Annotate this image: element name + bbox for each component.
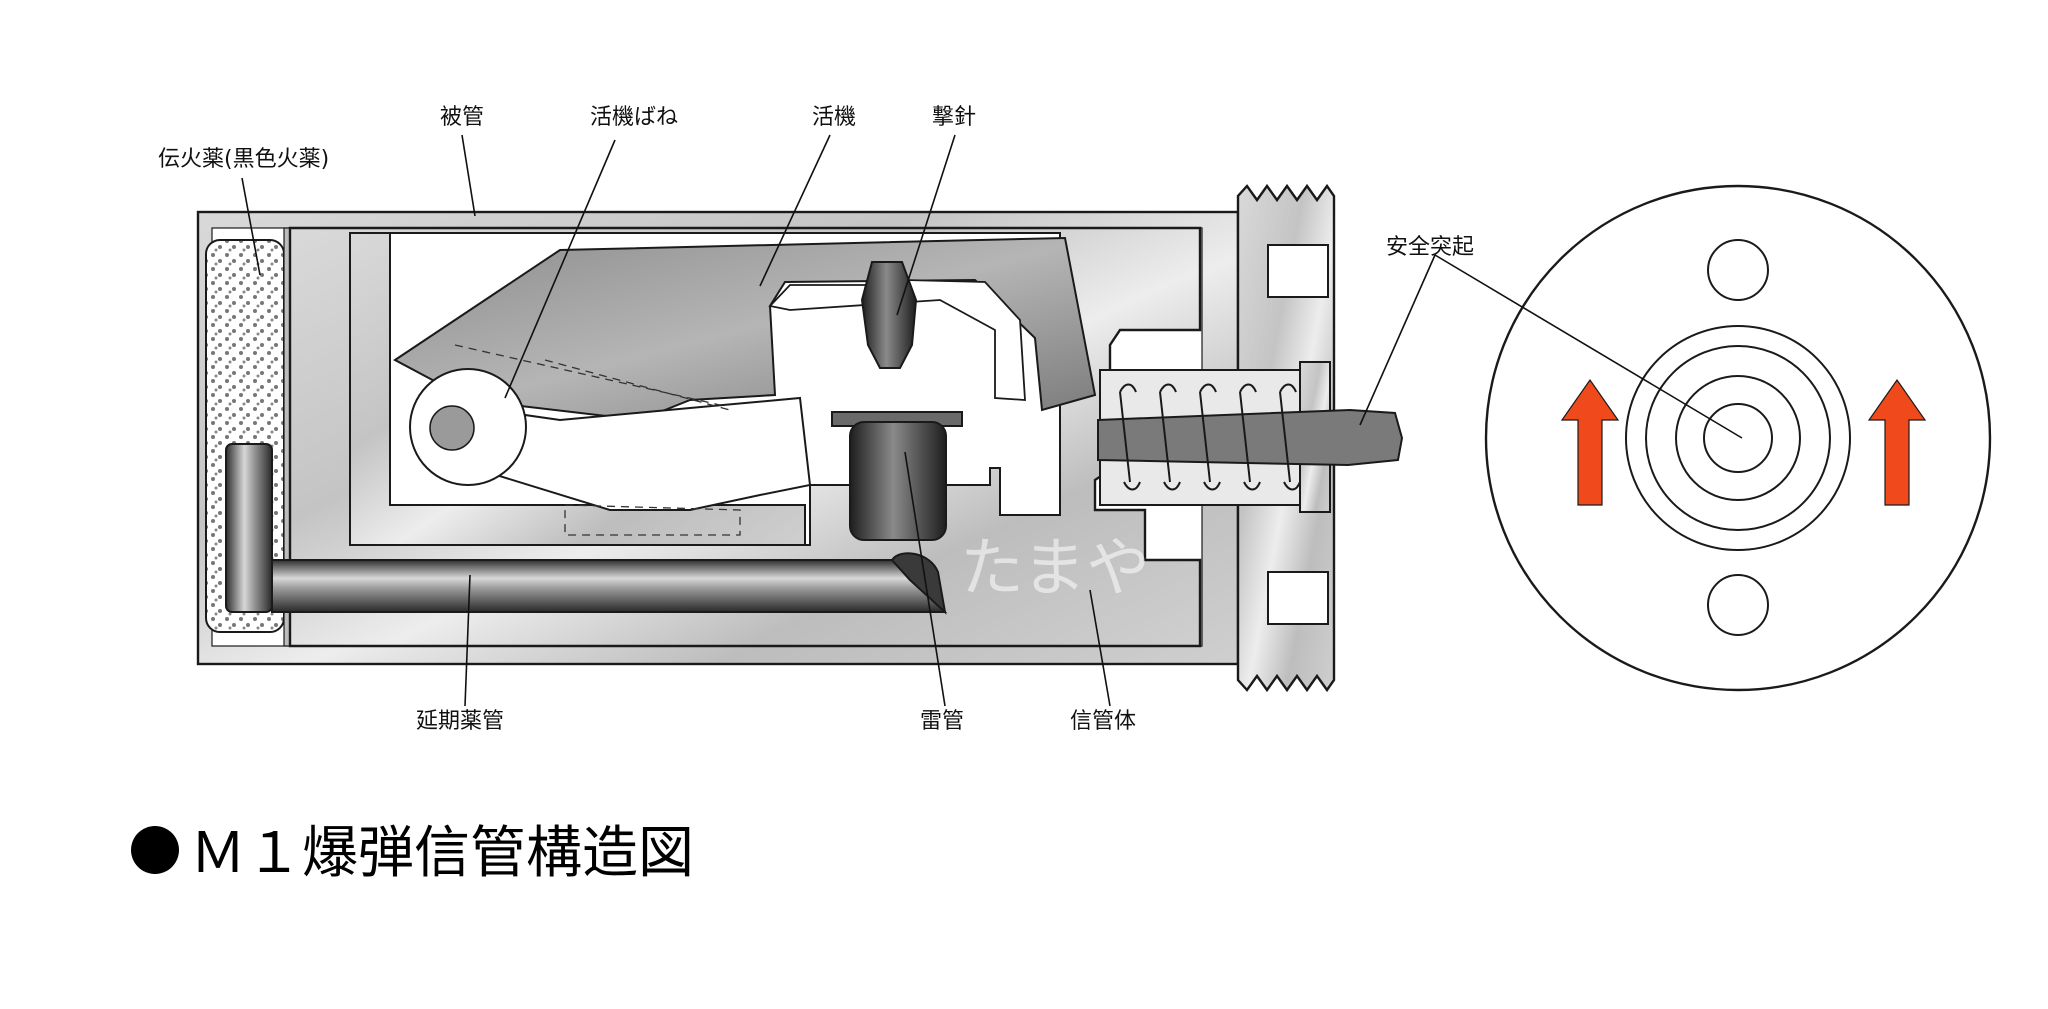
pivot-inner xyxy=(429,405,475,451)
label-casing: 被管 xyxy=(440,105,484,130)
label-fuze-body: 信管体 xyxy=(1070,709,1136,734)
end-view-hole-bottom xyxy=(1707,574,1769,636)
label-detonator: 雷管 xyxy=(920,709,964,734)
body-window-top xyxy=(1267,244,1329,298)
plunger-spring xyxy=(1119,383,1301,491)
arrow-up-icon xyxy=(1560,378,1620,506)
fuze-cross-section: たまや xyxy=(196,183,1404,693)
label-safety-protrusion: 安全突起 xyxy=(1386,235,1474,260)
labels: 伝火薬(黒色火薬) 被管 活機ばね 活機 撃針 安全突起 延期薬管 雷管 信管体 xyxy=(158,105,1474,734)
end-view-ring-2 xyxy=(1645,345,1831,531)
watermark: たまや xyxy=(960,532,1150,606)
page-title: Ｍ１爆弾信管構造図 xyxy=(190,821,694,886)
body-window-bottom xyxy=(1267,571,1329,625)
label-firing-pin: 撃針 xyxy=(932,105,976,130)
label-striker: 活機 xyxy=(812,105,856,130)
delay-tube-cap xyxy=(890,552,947,615)
delay-tube xyxy=(271,559,948,613)
firing-pin xyxy=(860,261,918,369)
end-view-hole-top xyxy=(1707,239,1769,301)
arrow-up-icon xyxy=(1867,378,1927,506)
end-view-ring-3 xyxy=(1675,375,1801,501)
safety-plunger xyxy=(1097,408,1404,467)
hidden-outline xyxy=(454,344,741,536)
title-block: Ｍ１爆弾信管構造図 xyxy=(131,821,694,886)
cavity-wall xyxy=(349,232,806,546)
title-bullet xyxy=(131,826,179,874)
label-striker-spring: 活機ばね xyxy=(590,105,678,130)
label-delay-tube: 延期薬管 xyxy=(416,709,504,734)
delay-tube-elbow xyxy=(225,443,273,613)
detonator xyxy=(849,421,947,541)
fuze-end-view xyxy=(1484,184,1992,692)
end-view-outer xyxy=(1484,184,1992,692)
label-ignition-charge: 伝火薬(黒色火薬) xyxy=(158,147,329,172)
end-view-ring-4 xyxy=(1703,403,1773,473)
end-view-ring-1 xyxy=(1625,325,1851,551)
leader-lines xyxy=(241,134,1743,707)
